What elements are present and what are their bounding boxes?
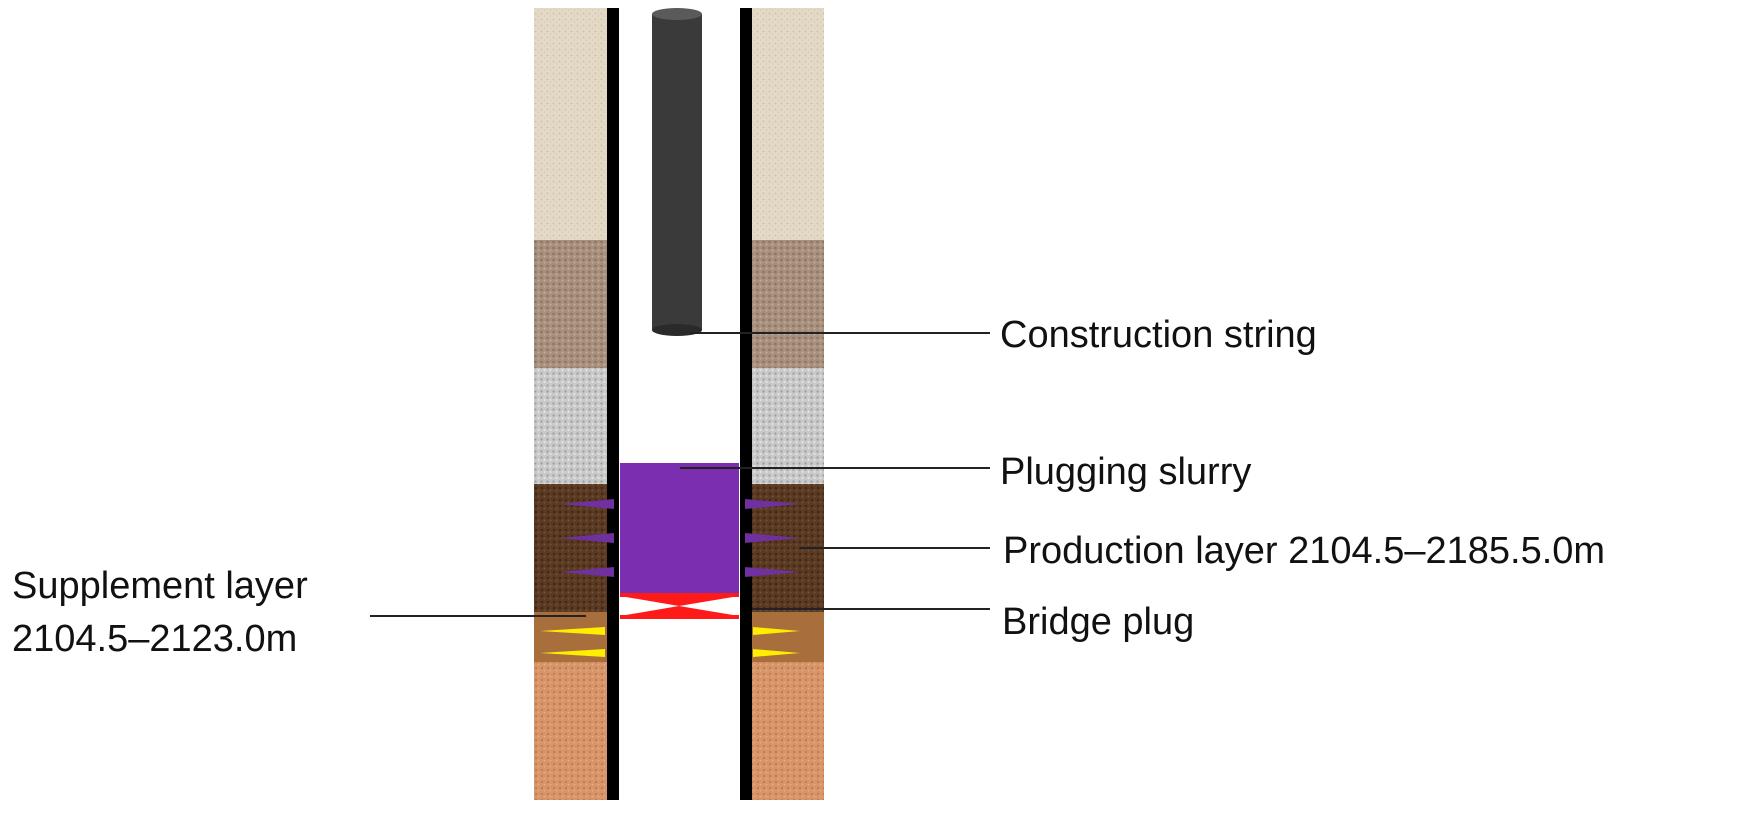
stratum-clay-layer bbox=[752, 662, 824, 800]
stratum-gravel-layer bbox=[534, 240, 607, 368]
stratum-sand-layer bbox=[534, 8, 607, 240]
stratum-clay-layer bbox=[534, 662, 607, 800]
production-perforations bbox=[560, 499, 800, 577]
stratum-granite-layer bbox=[752, 368, 824, 484]
label-production-layer: Production layer 2104.5–2185.5.0m bbox=[1003, 530, 1605, 572]
plugging-slurry bbox=[620, 463, 739, 593]
label-bridge-plug: Bridge plug bbox=[1002, 601, 1194, 643]
supplement-perforations bbox=[540, 627, 800, 657]
casing-right-wall bbox=[740, 8, 752, 800]
right-formation-column bbox=[752, 8, 824, 800]
leader-lines bbox=[370, 332, 990, 617]
label-supplement-layer-line2: 2104.5–2123.0m bbox=[12, 618, 297, 660]
bridge-plug bbox=[620, 593, 739, 619]
construction-string bbox=[652, 8, 702, 336]
casing-left-wall bbox=[607, 8, 619, 800]
label-supplement-layer-line1: Supplement layer bbox=[12, 565, 308, 607]
label-plugging-slurry: Plugging slurry bbox=[1000, 451, 1251, 493]
stratum-sand-layer bbox=[752, 8, 824, 240]
stratum-granite-layer bbox=[534, 368, 607, 484]
left-formation-column bbox=[534, 8, 607, 800]
label-construction-string: Construction string bbox=[1000, 314, 1317, 356]
stratum-gravel-layer bbox=[752, 240, 824, 368]
